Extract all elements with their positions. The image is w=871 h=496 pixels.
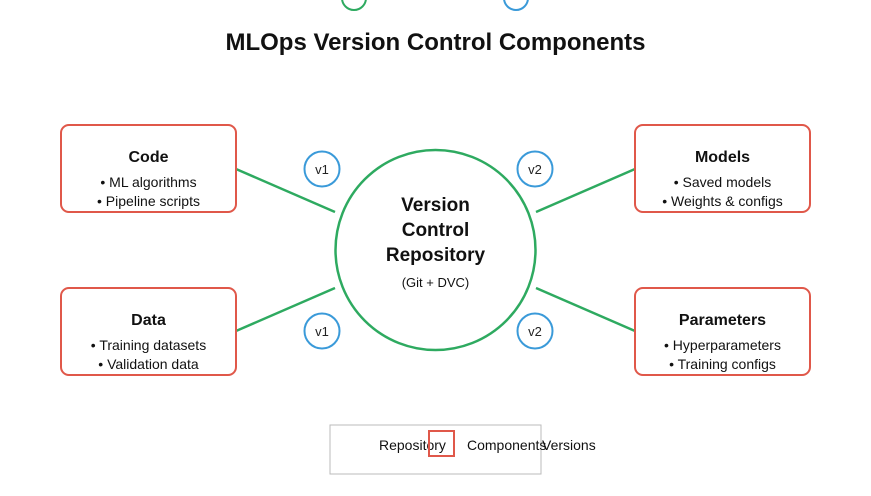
repository-title-line-2: Control xyxy=(402,220,470,241)
component-title-models: Models xyxy=(695,149,750,166)
component-title-data: Data xyxy=(131,312,166,329)
component-item-code-2: • Pipeline scripts xyxy=(97,193,200,209)
component-data: Data • Training datasets • Validation da… xyxy=(60,287,237,376)
component-title-code: Code xyxy=(129,149,169,166)
version-badge-parameters: v2 xyxy=(516,312,554,350)
component-box-models xyxy=(634,124,811,213)
top-blue-circle-icon xyxy=(503,0,529,11)
version-label-data: v1 xyxy=(315,324,329,339)
legend-item-repository: Repository xyxy=(379,437,446,453)
version-label-parameters: v2 xyxy=(528,324,542,339)
component-item-data-1: • Training datasets xyxy=(91,337,206,353)
connector-models xyxy=(535,167,636,214)
component-models: Models • Saved models • Weights & config… xyxy=(634,124,811,213)
component-item-code-1: • ML algorithms xyxy=(100,174,196,190)
connector-parameters xyxy=(535,286,636,333)
top-green-circle-icon xyxy=(341,0,367,11)
connector-code xyxy=(235,167,336,214)
version-circle-models xyxy=(516,150,554,188)
component-box-parameters xyxy=(634,287,811,376)
version-badge-models: v2 xyxy=(516,150,554,188)
version-circle-parameters xyxy=(516,312,554,350)
version-label-models: v2 xyxy=(528,162,542,177)
version-badge-code: v1 xyxy=(303,150,341,188)
component-box-code xyxy=(60,124,237,213)
version-circle-data xyxy=(303,312,341,350)
version-badge-data: v1 xyxy=(303,312,341,350)
repository-subtitle: (Git + DVC) xyxy=(402,275,470,290)
legend-item-versions: Versions xyxy=(542,437,596,453)
version-circle-code xyxy=(303,150,341,188)
legend-item-components: Components xyxy=(467,437,546,453)
component-parameters: Parameters • Hyperparameters • Training … xyxy=(634,287,811,376)
legend-swatch-component-icon xyxy=(428,430,455,457)
component-box-data xyxy=(60,287,237,376)
component-item-parameters-2: • Training configs xyxy=(669,356,776,372)
component-item-models-2: • Weights & configs xyxy=(662,193,783,209)
component-title-parameters: Parameters xyxy=(679,312,766,329)
repository-title-line-1: Version xyxy=(401,195,470,216)
repository-node: Version Control Repository (Git + DVC) xyxy=(334,148,537,352)
component-item-models-1: • Saved models xyxy=(674,174,772,190)
page-title: MLOps Version Control Components xyxy=(225,29,645,56)
repository-circle xyxy=(334,148,537,352)
connector-data xyxy=(235,286,336,333)
version-label-code: v1 xyxy=(315,162,329,177)
legend-box xyxy=(329,424,542,475)
repository-title-line-3: Repository xyxy=(386,245,486,266)
component-code: Code • ML algorithms • Pipeline scripts xyxy=(60,124,237,213)
component-item-data-2: • Validation data xyxy=(98,356,199,372)
component-item-parameters-1: • Hyperparameters xyxy=(664,337,781,353)
legend: Repository Components Versions xyxy=(329,424,596,475)
